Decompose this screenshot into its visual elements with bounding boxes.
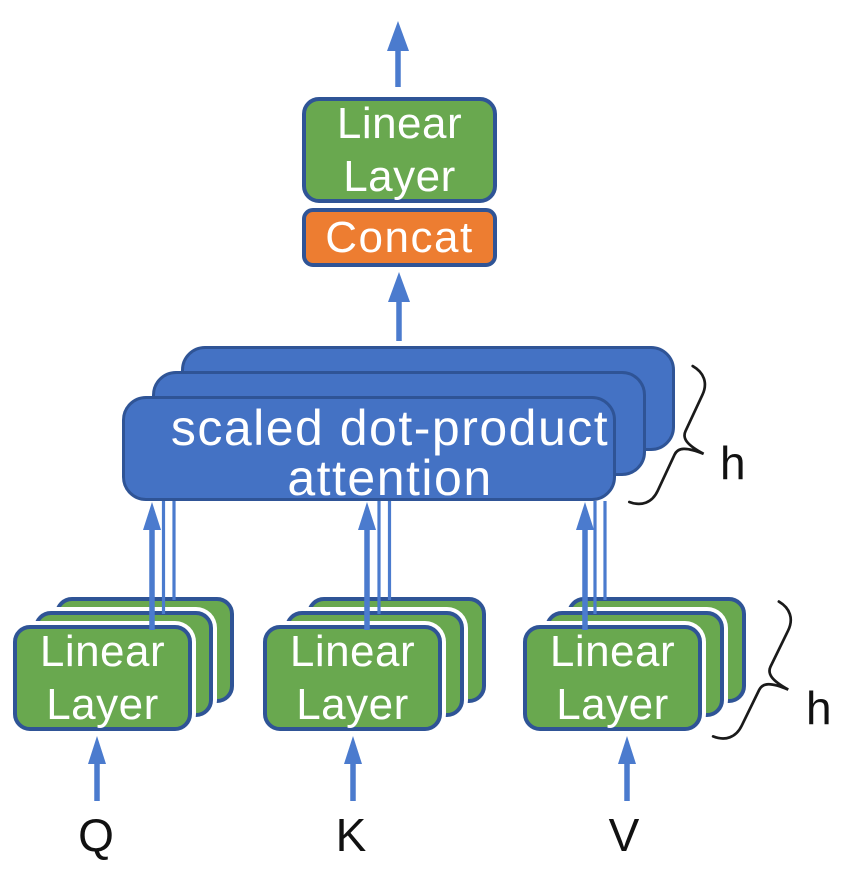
q-input-arrow-icon	[88, 736, 106, 801]
v-linear-label-line2: Layer	[556, 680, 669, 729]
concat-box: Concat	[302, 208, 497, 267]
value-input-label: V	[608, 809, 640, 861]
v-linear-box: Linear Layer	[523, 625, 702, 731]
q-linear-box: Linear Layer	[13, 625, 192, 731]
v-linear-label-line1: Linear	[549, 627, 676, 676]
k-linear-box: Linear Layer	[263, 625, 442, 731]
q-linear-label-line2: Layer	[46, 680, 159, 729]
q-linear-label-line1: Linear	[39, 627, 166, 676]
v-input-arrow-icon	[618, 736, 636, 801]
attention-box: scaled dot-product attention	[122, 396, 616, 506]
query-input-label: Q	[78, 809, 114, 861]
output-linear-label-line1: Linear	[336, 99, 463, 148]
key-input-label: K	[335, 809, 367, 861]
attention-label-line1: scaled dot-product	[170, 399, 610, 456]
output-linear-label-line2: Layer	[343, 152, 456, 201]
attention-heads-count-label: h	[720, 437, 746, 489]
attention-label-line2: attention	[287, 449, 493, 506]
concat-label: Concat	[325, 212, 474, 262]
k-input-arrow-icon	[344, 736, 362, 801]
linear-heads-count-label: h	[806, 682, 832, 734]
k-linear-label-line2: Layer	[296, 680, 409, 729]
attention-to-concat-arrow-icon	[388, 272, 410, 341]
output-linear-box: Linear Layer	[302, 97, 497, 203]
k-linear-label-line1: Linear	[289, 627, 416, 676]
output-up-arrow-icon	[387, 21, 409, 87]
